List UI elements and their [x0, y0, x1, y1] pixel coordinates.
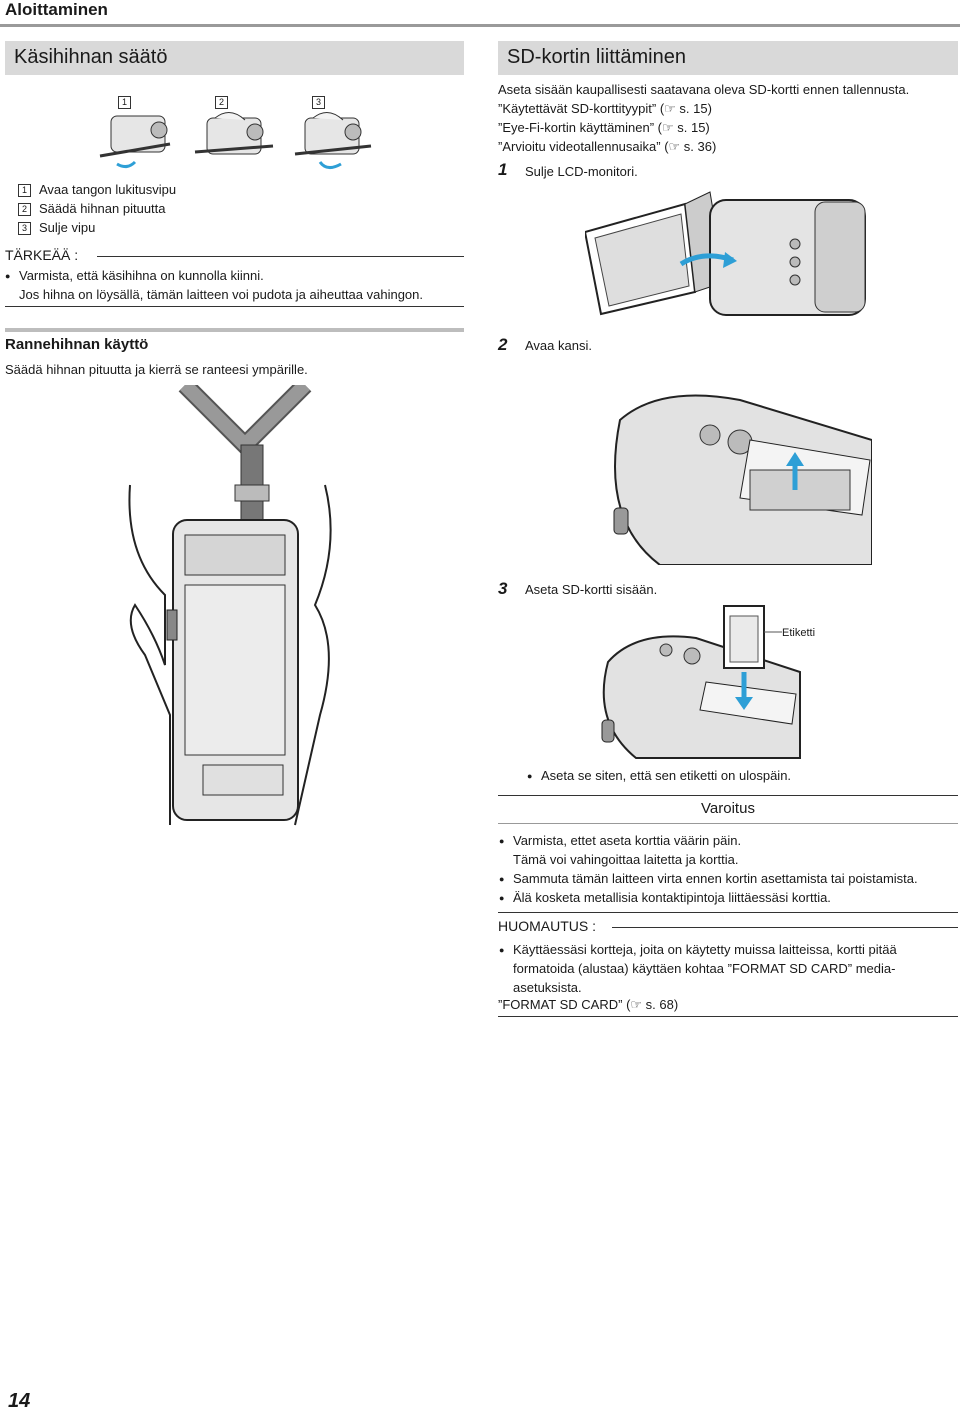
note-line-2: formatoida (alustaa) käyttäen kohtaa ”FO…	[513, 961, 896, 976]
page-ref-icon: ☞	[664, 101, 676, 116]
wrist-section-bar	[5, 328, 464, 332]
page-ref-icon: ☞	[668, 139, 681, 154]
note-label: HUOMAUTUS :	[498, 918, 596, 934]
important-text: Varmista, että käsihihna on kunnolla kii…	[5, 266, 424, 304]
lcd-close-illustration	[585, 191, 866, 316]
caution-item-2: Sammuta tämän laitteen virta ennen korti…	[499, 869, 918, 889]
caution-title: Varoitus	[701, 800, 755, 817]
chapter-title: Aloittaminen	[5, 0, 108, 19]
note-bottom-rule	[498, 1016, 958, 1017]
important-rule	[97, 256, 464, 257]
camera-illustration-2	[194, 112, 274, 155]
page-number: 14	[8, 1390, 31, 1412]
step-3-text: Aseta SD-kortti sisään.	[525, 582, 658, 597]
wrist-strap-text: Säädä hihnan pituutta ja kierrä se rante…	[5, 362, 308, 377]
hand-strap-illustrations	[99, 112, 372, 169]
step-1-number: 1	[498, 160, 508, 179]
caution-item-1: Varmista, ettet aseta korttia väärin päi…	[499, 831, 918, 851]
step-3-number: 3	[498, 579, 508, 598]
page-ref-icon: ☞	[661, 120, 674, 135]
caution-box	[498, 795, 958, 913]
step-mark-3: 3	[312, 94, 333, 112]
note-text: Käyttäessäsi kortteja, joita on käytetty…	[499, 940, 897, 997]
page-ref-icon: ☞	[630, 997, 643, 1012]
open-cover-illustration	[613, 394, 872, 565]
insert-card-illustration	[601, 605, 801, 759]
note-rule	[612, 927, 958, 928]
link-format-sd[interactable]: ”FORMAT SD CARD” (☞ s. 68)	[498, 997, 679, 1012]
important-line-2: Jos hihna on löysällä, tämän laitteen vo…	[19, 287, 424, 302]
section-header-sd-card: SD-kortin liittäminen	[498, 41, 958, 75]
label-caption: Etiketti	[782, 627, 816, 639]
section-title: SD-kortin liittäminen	[507, 46, 686, 68]
camera-illustration-1	[99, 115, 171, 169]
step-3-note: Aseta se siten, että sen etiketti on ulo…	[527, 766, 791, 786]
step-1-text: Sulje LCD-monitori.	[525, 164, 638, 179]
wrist-strap-title: Rannehihnan käyttö	[5, 336, 149, 353]
sd-intro: Aseta sisään kaupallisesti saatavana ole…	[498, 82, 910, 97]
wrist-strap-illustration	[128, 385, 332, 826]
important-bottom-rule	[5, 306, 464, 307]
important-label: TÄRKEÄÄ :	[5, 247, 79, 263]
step-2-text: Avaa kansi.	[525, 338, 592, 353]
step-2-number: 2	[498, 335, 508, 354]
caution-item-3: Älä kosketa metallisia kontaktipintoja l…	[499, 888, 918, 908]
chapter-header: Aloittaminen	[0, 0, 960, 27]
caution-item-1-cont: Tämä voi vahingoittaa laitetta ja kortti…	[513, 852, 739, 867]
section-header-hand-strap: Käsihihnan säätö	[5, 41, 464, 75]
link-recording-time[interactable]: ”Arvioitu videotallennusaika” (☞ s. 36)	[498, 139, 717, 154]
link-sd-types[interactable]: ”Käytettävät SD-korttityypit” (☞ s. 15)	[498, 101, 712, 116]
sd-links: ”Käytettävät SD-korttityypit” (☞ s. 15) …	[498, 99, 716, 156]
step-mark-2: 2	[215, 94, 236, 112]
camera-illustration-3	[294, 112, 372, 169]
caution-list: Varmista, ettet aseta korttia väärin päi…	[499, 831, 918, 908]
important-line-1: Varmista, että käsihihna on kunnolla kii…	[5, 266, 423, 286]
step-mark-1: 1	[118, 94, 139, 112]
note-line-1: Käyttäessäsi kortteja, joita on käytetty…	[499, 940, 897, 960]
link-eye-fi[interactable]: ”Eye-Fi-kortin käyttäminen” (☞ s. 15)	[498, 120, 710, 135]
note-line-3: asetuksista.	[513, 980, 582, 995]
caution-title-rule	[498, 823, 958, 824]
section-title: Käsihihnan säätö	[14, 46, 168, 68]
